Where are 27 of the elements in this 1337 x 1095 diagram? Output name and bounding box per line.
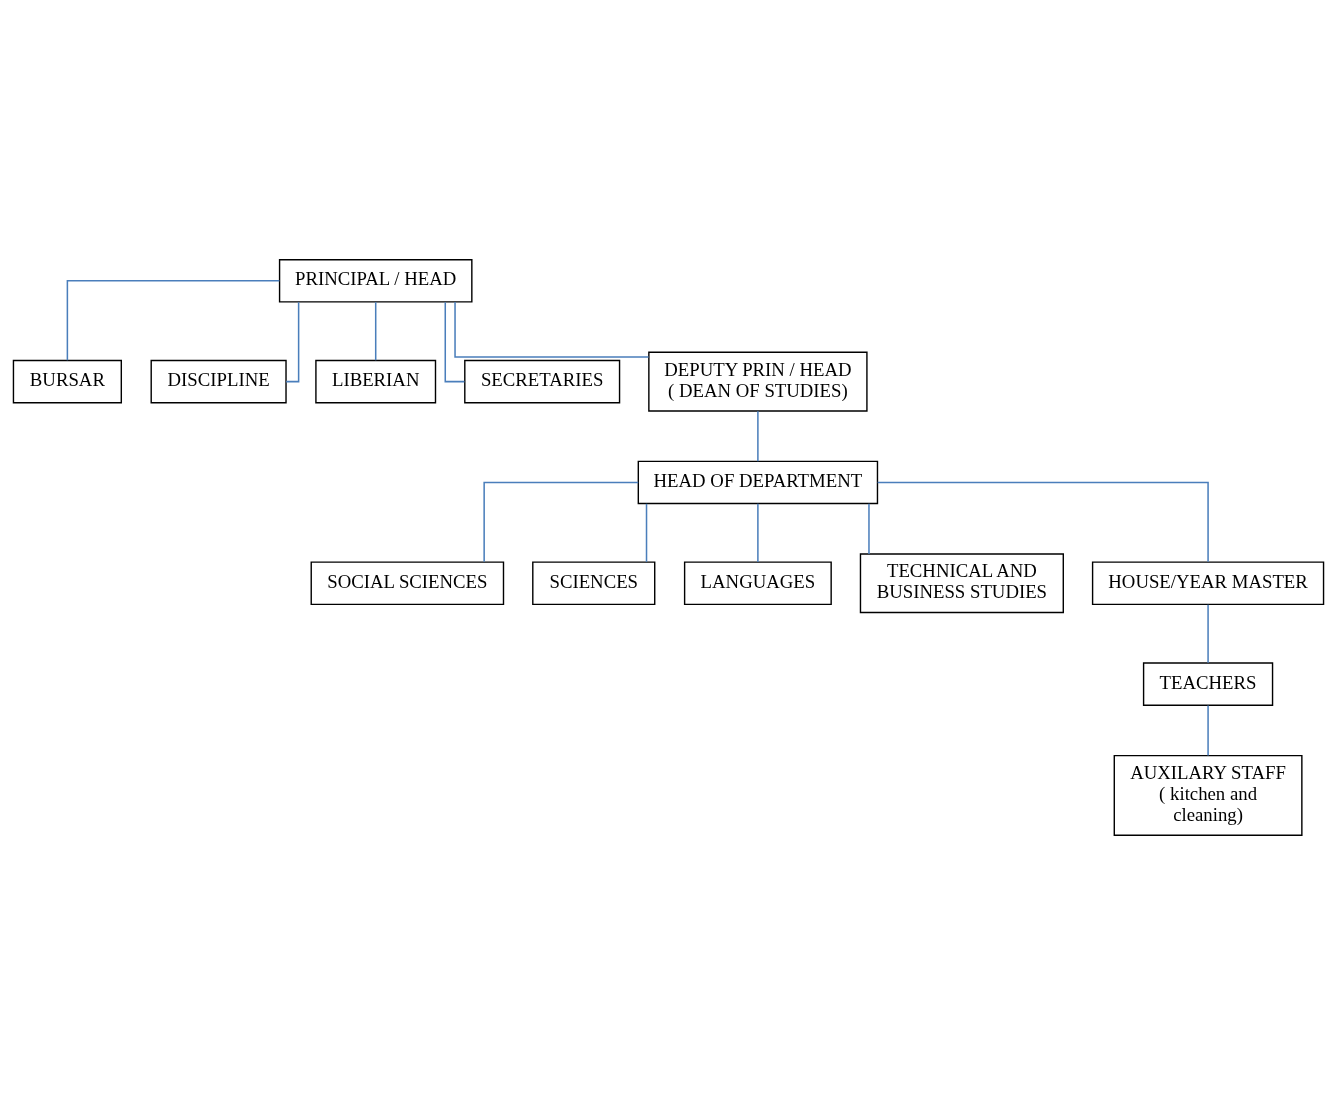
node-box: SECRETARIES (464, 359, 621, 404)
connector (66, 280, 281, 361)
node-box: SCIENCES (532, 561, 656, 606)
connector (1207, 603, 1209, 664)
node-box: TEACHERS (1142, 662, 1274, 706)
connector (1207, 704, 1209, 757)
node-box: LIBERIAN (315, 359, 437, 404)
connector (374, 301, 377, 361)
connector (444, 301, 466, 383)
connector (454, 301, 650, 358)
connector (757, 410, 759, 462)
node-box: HEAD OF DEPARTMENT (637, 460, 879, 505)
node-box: HOUSE/YEAR MASTER (1091, 561, 1325, 606)
connector (645, 503, 648, 563)
node-box: TECHNICAL AND BUSINESS STUDIES (859, 553, 1064, 614)
node-box: BURSAR (12, 359, 122, 404)
node-box: DISCIPLINE (150, 359, 287, 404)
node-box: SOCIAL SCIENCES (310, 561, 505, 606)
connector (483, 481, 639, 563)
connector (876, 481, 1209, 563)
node-box: DEPUTY PRIN / HEAD ( DEAN OF STUDIES) (648, 351, 868, 412)
node-box: AUXILARY STAFF ( kitchen and cleaning) (1113, 754, 1303, 836)
connector (868, 503, 870, 555)
connector (757, 503, 759, 563)
node-box: PRINCIPAL / HEAD (278, 259, 473, 303)
connector (285, 301, 300, 383)
node-box: LANGUAGES (683, 561, 832, 606)
